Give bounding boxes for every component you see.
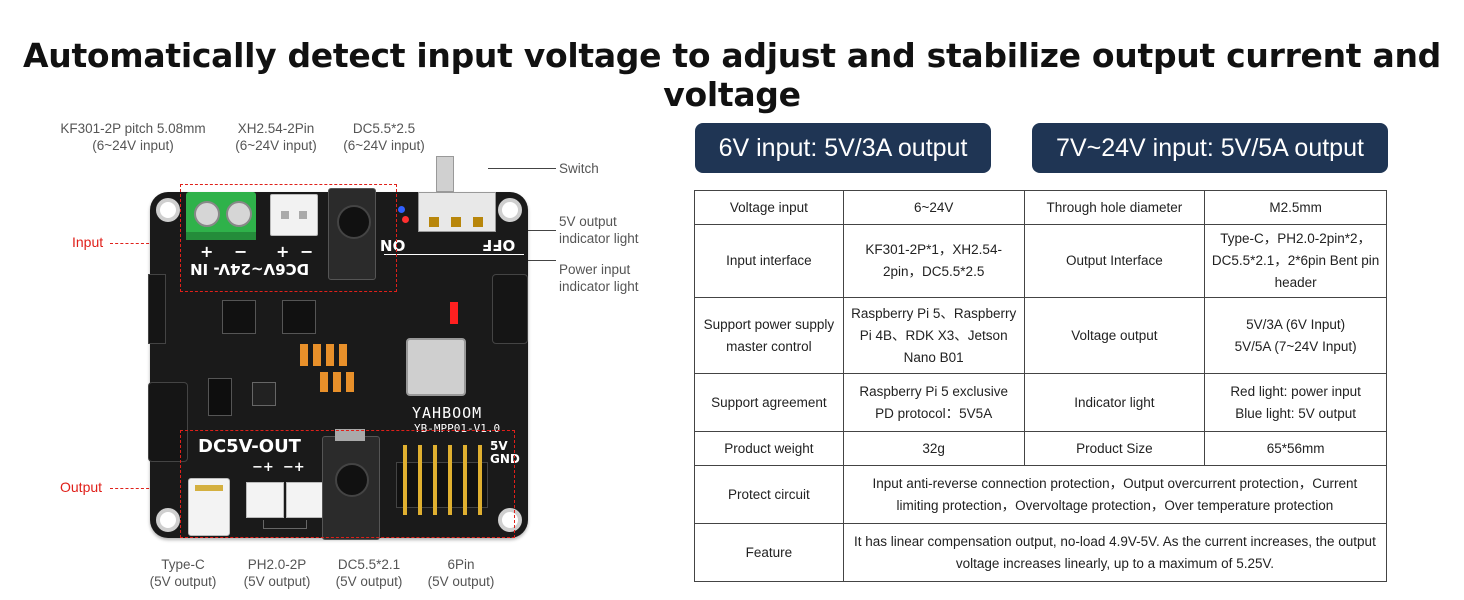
- red-led: [402, 216, 409, 223]
- table-row: Input interface KF301-2P*1，XH2.54-2pin，D…: [694, 224, 1387, 298]
- ph-polarity-marks: −+ −+: [252, 460, 305, 475]
- output-silkscreen: DC5V-OUT: [198, 436, 301, 457]
- output-label: Output: [60, 479, 103, 495]
- brand-silkscreen: YAHBOOM: [412, 404, 483, 422]
- power-switch: [418, 192, 496, 232]
- table-cell-value: KF301-2P*1，XH2.54-2pin，DC5.5*2.5: [842, 224, 1025, 298]
- ph20-label: PH2.0-2P(5V output): [243, 557, 311, 589]
- red-component: [450, 302, 458, 324]
- table-cell-label: Output Interface: [1023, 224, 1206, 298]
- page-title: Automatically detect input voltage to ad…: [23, 36, 1441, 114]
- capacitor: [148, 274, 166, 344]
- tag-7-24v-input: 7V~24V input: 5V/5A output: [1032, 123, 1388, 173]
- table-cell-value: 6~24V: [842, 190, 1025, 225]
- typec-label: Type-C(5V output): [149, 557, 217, 589]
- mount-hole: [156, 198, 180, 222]
- table-cell-value: 65*56mm: [1204, 431, 1387, 466]
- table-row: Voltage input 6~24V Through hole diamete…: [694, 190, 1387, 225]
- kf301-label: KF301-2P pitch 5.08mm(6~24V input): [60, 121, 206, 153]
- off-silkscreen: OFF: [482, 236, 516, 254]
- board-illustration: KF301-2P pitch 5.08mm(6~24V input) XH2.5…: [0, 110, 680, 600]
- mount-hole: [498, 198, 522, 222]
- table-cell-value: Type-C，PH2.0-2pin*2，DC5.5*2.1，2*6pin Ben…: [1204, 224, 1387, 298]
- capacitor: [492, 274, 528, 344]
- table-cell-label: Through hole diameter: [1023, 190, 1206, 225]
- input-highlight-box: [180, 184, 397, 292]
- output-highlight-box: [180, 430, 515, 538]
- mosfet: [282, 300, 316, 334]
- usb-c-port: [188, 478, 230, 536]
- blue-led: [398, 206, 405, 213]
- table-cell-label: Indicator light: [1023, 373, 1206, 432]
- kf301-terminal: [186, 192, 256, 240]
- switch-lever: [436, 156, 454, 192]
- model-silkscreen: YB-MPP01-V1.0: [414, 422, 501, 435]
- ic-chip: [252, 382, 276, 406]
- table-row: Product weight 32g Product Size 65*56mm: [694, 431, 1387, 466]
- mount-hole: [498, 508, 522, 532]
- table-cell-label: Product weight: [694, 431, 844, 466]
- table-cell-label: Protect circuit: [694, 465, 844, 524]
- capacitor: [148, 382, 188, 462]
- table-row: Support agreement Raspberry Pi 5 exclusi…: [694, 373, 1387, 432]
- mosfet: [222, 300, 256, 334]
- table-cell-label: Support power supply master control: [694, 297, 844, 374]
- input-label: Input: [72, 234, 104, 250]
- table-cell-value: 32g: [842, 431, 1025, 466]
- ph20-connector: [246, 482, 284, 518]
- inductor: [406, 338, 466, 396]
- table-cell-label: Support agreement: [694, 373, 844, 432]
- table-cell-value: Input anti-reverse connection protection…: [842, 465, 1388, 524]
- mount-hole: [156, 508, 180, 532]
- tag-6v-input: 6V input: 5V/3A output: [695, 123, 991, 173]
- ceramic-caps: [300, 344, 352, 366]
- pcb-board: + − + − DC6V~24V- IN ON OFF: [148, 156, 528, 540]
- pin-header: [396, 445, 489, 515]
- ceramic-caps: [320, 372, 358, 392]
- table-row: Feature It has linear compensation outpu…: [694, 523, 1388, 582]
- ic-chip: [208, 378, 232, 416]
- table-row: Support power supply master control Rasp…: [694, 297, 1387, 374]
- dc55-input-jack: [328, 188, 376, 280]
- dc55-input-label: DC5.5*2.5(6~24V input): [343, 121, 425, 153]
- table-cell-value: Raspberry Pi 5 exclusive PD protocol：5V5…: [842, 373, 1025, 432]
- pin6-label: 6Pin(5V output): [427, 557, 495, 589]
- table-cell-label: Input interface: [694, 224, 844, 298]
- table-cell-value: 5V/3A (6V Input)5V/5A (7~24V Input): [1204, 297, 1387, 374]
- xh254-label: XH2.54-2Pin(6~24V input): [235, 121, 317, 153]
- table-row: Protect circuit Input anti-reverse conne…: [694, 465, 1388, 524]
- dc55-output-jack: [322, 429, 380, 540]
- table-cell-label: Voltage input: [694, 190, 844, 225]
- table-cell-label: Voltage output: [1023, 297, 1206, 374]
- xh254-connector: [270, 194, 318, 236]
- spec-table: Voltage input 6~24V Through hole diamete…: [694, 190, 1388, 582]
- table-cell-value: It has linear compensation output, no-lo…: [842, 523, 1388, 582]
- switch-label: Switch: [559, 161, 599, 176]
- table-cell-value: M2.5mm: [1204, 190, 1387, 225]
- table-cell-label: Product Size: [1023, 431, 1206, 466]
- table-cell-value: Raspberry Pi 5、Raspberry Pi 4B、RDK X3、Je…: [842, 297, 1025, 374]
- dc55-output-label: DC5.5*2.1(5V output): [335, 557, 403, 589]
- table-cell-label: Feature: [694, 523, 844, 582]
